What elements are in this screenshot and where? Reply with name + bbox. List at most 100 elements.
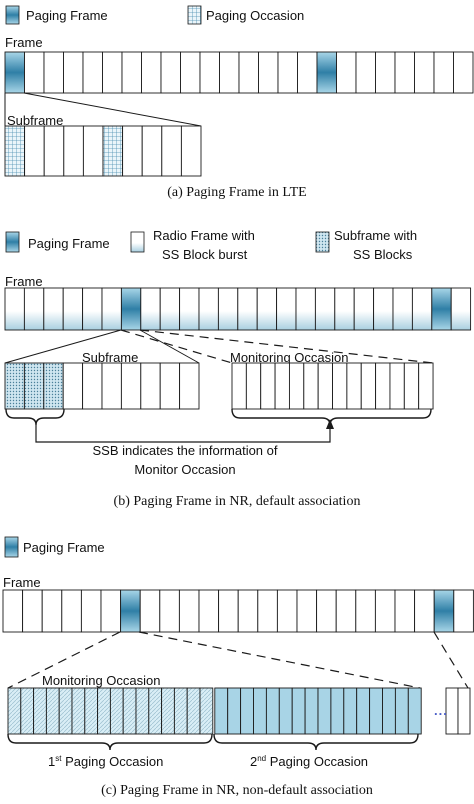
frame-cell	[276, 589, 298, 633]
subframe-label-b: Subframe	[82, 350, 138, 365]
po2-label: 2nd Paging Occasion	[250, 754, 368, 769]
ssb-note-line1: SSB indicates the information of	[93, 443, 278, 458]
frame-cell	[392, 287, 413, 331]
occasion-cell-po1	[186, 687, 201, 735]
occasion-cell-po1	[33, 687, 47, 735]
frame-cell	[374, 589, 396, 633]
frame-cell	[101, 287, 122, 331]
dashed-line-right-b	[139, 329, 434, 364]
frame-cell	[160, 51, 181, 94]
frame-cell	[4, 287, 25, 331]
subframe-cell	[179, 362, 200, 410]
dashed-line-left-c	[7, 631, 121, 689]
monitoring-cell	[332, 362, 348, 410]
frame-cell	[353, 287, 375, 331]
monitoring-cell	[260, 362, 276, 410]
frame-cell	[276, 287, 297, 331]
frame-cell	[334, 287, 355, 331]
frame-cell	[316, 589, 337, 633]
frame-cell	[277, 51, 298, 94]
occasion-cell-po1	[84, 687, 99, 735]
po1-label: 1st Paging Occasion	[48, 754, 163, 769]
frame-cell	[256, 287, 278, 331]
frame-cell	[257, 589, 278, 633]
subframe-cell	[161, 125, 182, 177]
subframe-cell	[102, 125, 124, 177]
monitoring-cell	[389, 362, 405, 410]
frame-cell	[237, 287, 258, 331]
frame-cell	[453, 51, 474, 94]
subframe-cell	[23, 362, 45, 410]
frame-cell	[433, 589, 455, 633]
occasion-cell-tail	[457, 687, 471, 735]
occasion-cell-po1	[148, 687, 163, 735]
monitoring-occasion-label-c: Monitoring Occasion	[42, 673, 161, 688]
frame-cell	[120, 589, 141, 633]
occasion-cell-po2	[317, 687, 332, 735]
occasion-cell-po2	[278, 687, 293, 735]
frame-cell	[450, 287, 472, 331]
frame-cell	[414, 589, 435, 633]
frame-cell	[433, 51, 454, 94]
occasion-cell-po2	[330, 687, 345, 735]
frame-cell	[43, 51, 64, 94]
legend-paging-frame-label: Paging Frame	[23, 540, 105, 555]
ssb-brace-b	[5, 408, 65, 426]
occasion-cell-po1	[97, 687, 111, 735]
occasion-cell-po2	[265, 687, 280, 735]
frame-cell	[120, 287, 142, 331]
frame-cell	[82, 287, 103, 331]
zoom-line-left-b	[4, 329, 122, 364]
section-b-nr-default: Paging Frame Radio Frame with SS Block b…	[4, 228, 472, 509]
frame-cell	[61, 589, 82, 633]
frame-cell	[238, 51, 259, 94]
subframe-cell	[43, 362, 64, 410]
frame-cell	[62, 287, 84, 331]
frame-cell	[198, 589, 220, 633]
frame-cell	[355, 51, 376, 94]
caption-a: (a) Paging Frame in LTE	[167, 185, 306, 200]
subframe-cell	[82, 362, 103, 410]
occasion-cell-po1	[199, 687, 214, 735]
monitoring-occasion-row-b	[231, 362, 434, 410]
frame-cell	[217, 287, 239, 331]
subframe-cell	[4, 362, 25, 410]
monitoring-cell	[403, 362, 420, 410]
frame-cell	[23, 287, 45, 331]
occasion-cell-po2	[382, 687, 396, 735]
frame-cell	[82, 51, 103, 94]
frame-cell	[316, 51, 337, 94]
monitoring-cell	[375, 362, 391, 410]
monitoring-occasion-row-c	[7, 687, 471, 735]
monitoring-brace-b	[231, 408, 432, 426]
frame-cell	[355, 589, 376, 633]
monitoring-cell	[303, 362, 319, 410]
legend-c: Paging Frame	[4, 536, 105, 558]
occasion-cell-po2	[394, 687, 409, 735]
paging-frame-legend-icon	[5, 231, 20, 253]
dashed-line-mid-c	[138, 631, 421, 689]
occasion-cell-po2	[240, 687, 254, 735]
legend-paging-frame-label: Paging Frame	[28, 236, 110, 251]
frame-cell	[80, 589, 102, 633]
frame-cell	[219, 51, 240, 94]
subframe-cell	[122, 125, 143, 177]
subframe-cell	[140, 362, 161, 410]
po2-brace	[213, 733, 419, 751]
frame-cell	[140, 287, 161, 331]
frame-cell	[199, 51, 220, 94]
frame-row-a	[4, 51, 474, 94]
frame-cell	[102, 51, 123, 94]
frame-cell	[41, 589, 63, 633]
frame-label-c: Frame	[3, 575, 41, 590]
monitoring-cell	[274, 362, 290, 410]
subframe-cell	[82, 125, 104, 177]
frame-cell	[100, 589, 122, 633]
subframe-cell	[101, 362, 122, 410]
section-c-nr-non-default: Paging Frame Frame Monitoring Occasion .…	[2, 536, 474, 798]
frame-cell	[237, 589, 259, 633]
frame-cell	[43, 287, 64, 331]
ss-block-subframe-legend-icon	[315, 231, 330, 253]
legend-subframe-line2: SS Blocks	[353, 247, 413, 262]
frame-cell	[218, 589, 239, 633]
